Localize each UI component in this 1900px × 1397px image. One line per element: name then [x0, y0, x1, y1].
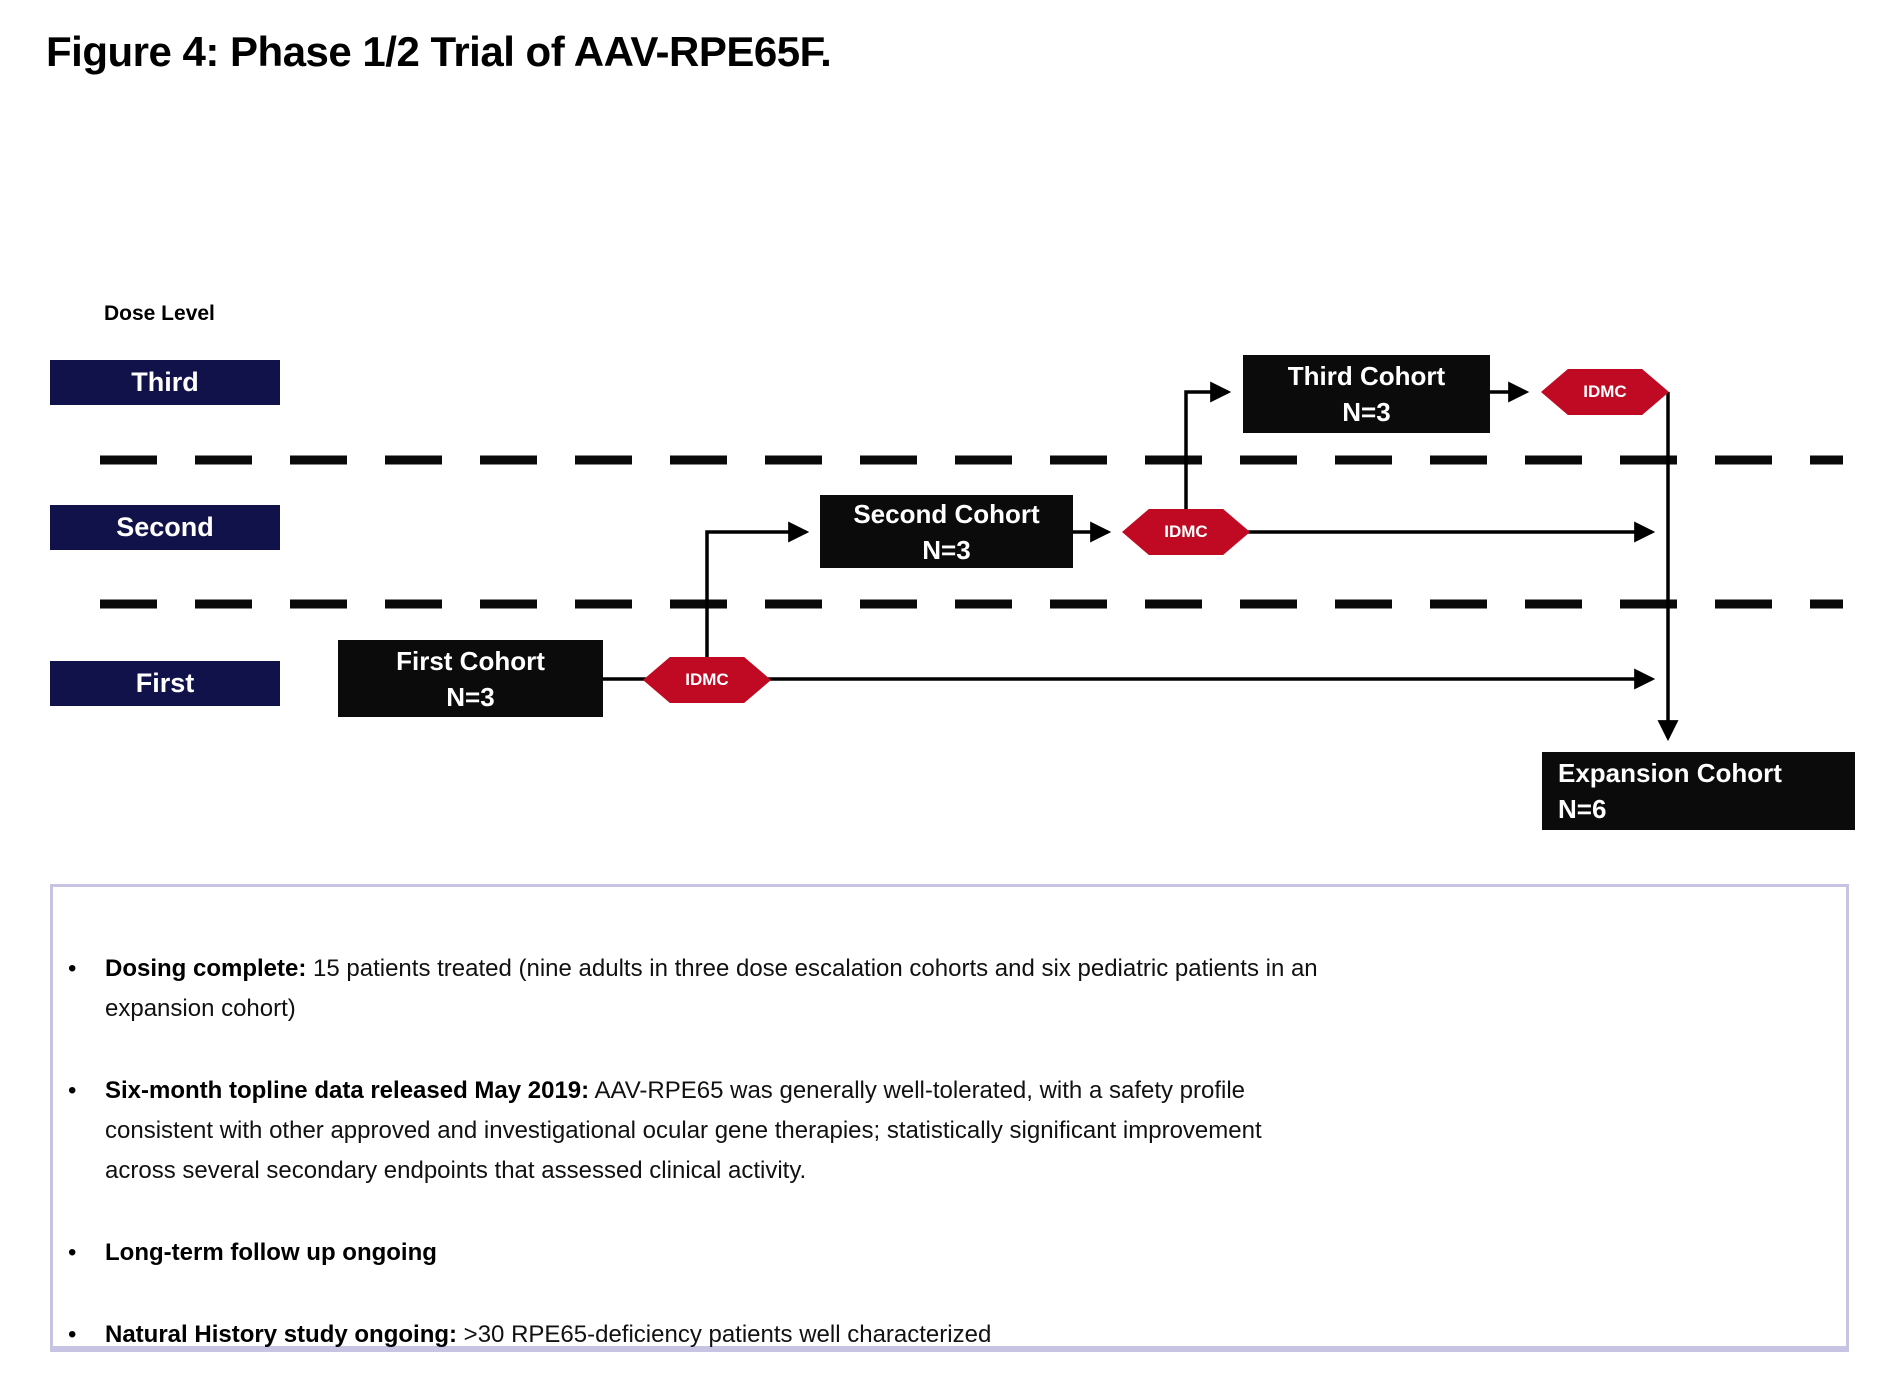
bullet-text-dosing: Dosing complete: 15 patients treated (ni… [105, 955, 1318, 1022]
bullet-text-natural-history: Natural History study ongoing: >30 RPE65… [105, 1321, 992, 1348]
cohort-box-expansion: Expansion Cohort N=6 [1542, 752, 1855, 830]
arrow-idmc2-to-third-cohort [1184, 381, 1232, 511]
dose-level-label: Dose Level [104, 302, 215, 325]
bullet-dot: • [68, 1321, 77, 1348]
bullet-item-followup: • Long-term follow up ongoing [68, 1233, 1806, 1273]
bullet-item-dosing: • Dosing complete: 15 patients treated (… [68, 949, 1806, 1029]
cohort-first-name: First Cohort [396, 645, 545, 676]
arrow-idmc1-to-second-cohort [705, 521, 810, 659]
dose-level-second: Second [50, 505, 280, 550]
bullet-item-natural-history: • Natural History study ongoing: >30 RPE… [68, 1315, 1806, 1355]
cohort-second-n: N=3 [922, 534, 971, 565]
summary-box: • Dosing complete: 15 patients treated (… [50, 884, 1849, 1352]
dose-level-third: Third [50, 360, 280, 405]
cohort-box-second: Second Cohort N=3 [820, 495, 1073, 568]
cohort-box-third: Third Cohort N=3 [1243, 355, 1490, 433]
bullet-item-topline: • Six-month topline data released May 20… [68, 1071, 1806, 1191]
idmc-badge-1: IDMC [643, 657, 771, 703]
cohort-expansion-name: Expansion Cohort [1558, 758, 1782, 788]
idmc-badge-3: IDMC [1541, 369, 1669, 415]
bullet-dot: • [68, 1239, 77, 1266]
cohort-second-name: Second Cohort [853, 498, 1040, 529]
cohort-first-n: N=3 [446, 681, 495, 712]
dose-level-first: First [50, 661, 280, 706]
figure-title: Figure 4: Phase 1/2 Trial of AAV-RPE65F. [46, 28, 832, 75]
bullet-text-followup: Long-term follow up ongoing [105, 1239, 437, 1266]
cohort-box-first: First Cohort N=3 [338, 640, 603, 717]
cohort-expansion-n: N=6 [1558, 794, 1607, 824]
idmc-badge-2: IDMC [1122, 509, 1250, 555]
cohort-third-n: N=3 [1342, 397, 1391, 427]
bullet-text-topline: Six-month topline data released May 2019… [105, 1077, 1262, 1184]
cohort-third-name: Third Cohort [1287, 361, 1446, 391]
bullet-dot: • [68, 955, 77, 982]
bullet-dot: • [68, 1077, 77, 1104]
